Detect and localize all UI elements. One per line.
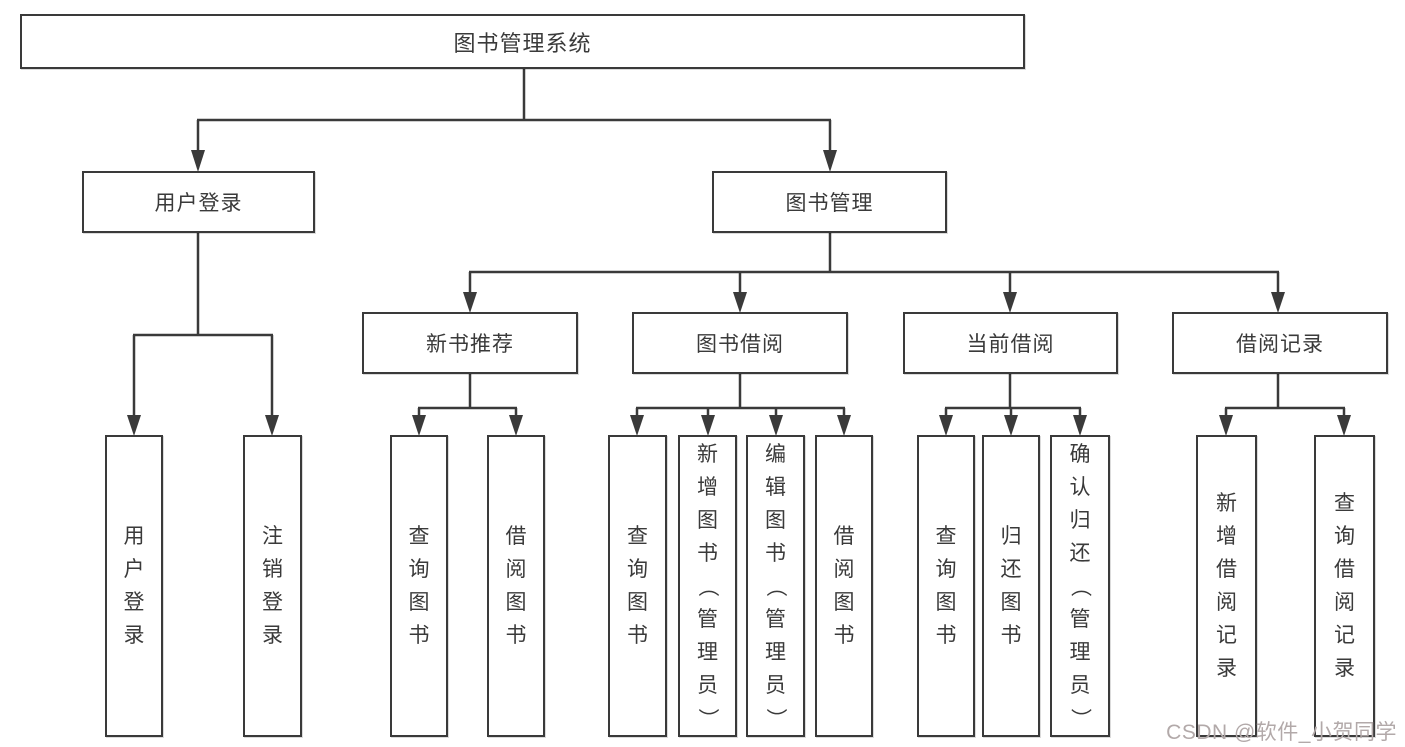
leaf-borrow-books-borrowing: 借阅图书 — [815, 435, 873, 737]
leaf-query-books-current: 查询图书 — [917, 435, 975, 737]
leaf-borrow-books-recommend: 借阅图书 — [487, 435, 545, 737]
leaf-query-books-recommend: 查询图书 — [390, 435, 448, 737]
leaf-confirm-return-admin: 确认归还（管理员） — [1050, 435, 1110, 737]
leaf-logout: 注销登录 — [243, 435, 302, 737]
node-book-management: 图书管理 — [712, 171, 947, 233]
watermark: CSDN @软件_小贺同学 — [1166, 721, 1397, 744]
arrowhead-icons — [127, 150, 1351, 436]
node-user-login: 用户登录 — [82, 171, 315, 233]
node-library-system: 图书管理系统 — [20, 14, 1025, 69]
node-current-borrowing: 当前借阅 — [903, 312, 1118, 374]
node-borrowing-records: 借阅记录 — [1172, 312, 1388, 374]
leaf-edit-book-admin: 编辑图书（管理员） — [746, 435, 805, 737]
leaf-user-login: 用户登录 — [105, 435, 163, 737]
leaf-add-borrow-record: 新增借阅记录 — [1196, 435, 1257, 737]
node-book-borrowing: 图书借阅 — [632, 312, 848, 374]
leaf-add-book-admin: 新增图书（管理员） — [678, 435, 737, 737]
leaf-return-books: 归还图书 — [982, 435, 1040, 737]
leaf-query-books-borrowing: 查询图书 — [608, 435, 667, 737]
leaf-query-borrow-record: 查询借阅记录 — [1314, 435, 1375, 737]
node-new-book-recommend: 新书推荐 — [362, 312, 578, 374]
